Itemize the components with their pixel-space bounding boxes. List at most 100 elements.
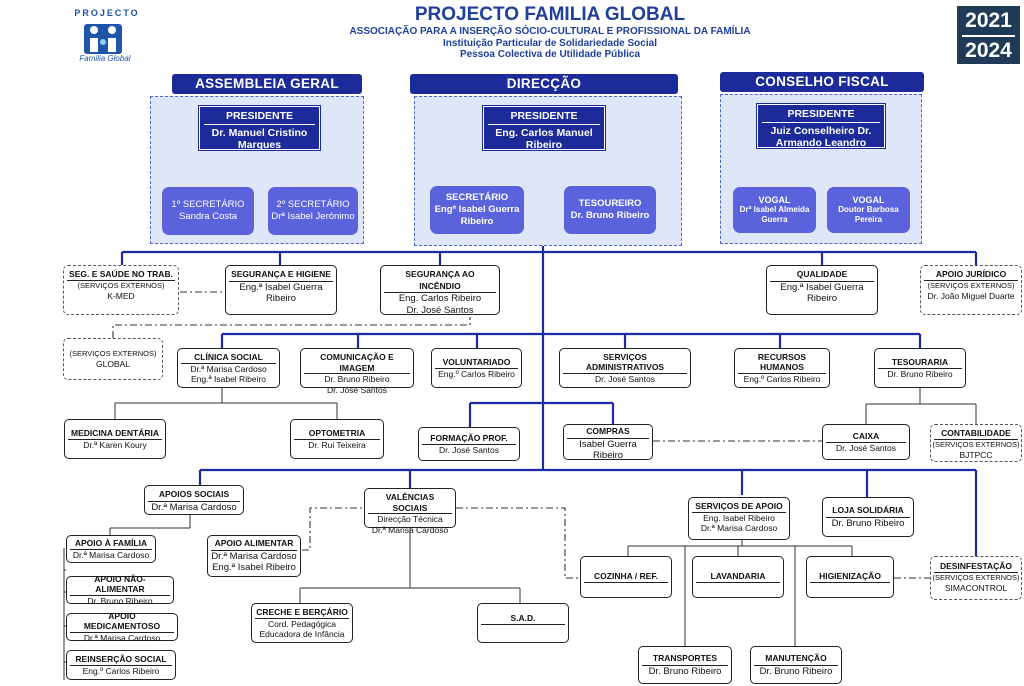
apoio-alimentar-title: APOIO ALIMENTAR [211,538,297,551]
reinsercao-title: REINSERÇÃO SOCIAL [70,654,172,666]
conselho-vogal1-title: VOGAL [758,195,791,205]
clinica-name2: Eng.ª Isabel Ribeiro [191,374,266,384]
valencias-title: VALÊNCIAS SOCIAIS [368,492,452,514]
apoio-alimentar-name2: Eng.ª Isabel Ribeiro [212,562,296,573]
assembleia-sec2-name: Drª Isabel Jerónimo [271,211,355,222]
logo-text-bottom: Familia Global [79,54,131,63]
apoio-nao-alimentar-title: APOIO NÃO-ALIMENTAR [70,574,170,596]
conselho-vogal-2: VOGAL Doutor Barbosa Pereira [827,187,910,233]
contabilidade-title: CONTABILIDADE [934,428,1018,440]
assembleia-president-title: PRESIDENTE [204,110,315,125]
node-lavandaria: LAVANDARIA [692,556,784,598]
comunicacao-title: COMUNICAÇÃO E IMAGEM [304,352,410,374]
node-apoio-nao-alimentar: APOIO NÃO-ALIMENTAR Dr. Bruno Ribeiro [66,574,174,606]
conselho-vogal-1: VOGAL Drª Isabel Almeida Guerra [733,187,816,233]
creche-name2: Educadora de Infância [259,629,345,639]
voluntariado-name: Eng.º Carlos Ribeiro [438,368,515,379]
node-valencias-sociais: VALÊNCIAS SOCIAIS Direcção Técnica Dr.ª … [364,488,456,535]
direccao-sec-title: SECRETÁRIO [445,192,509,203]
node-apoio-familia: APOIO À FAMÍLIA Dr.ª Marisa Cardoso [66,535,156,563]
qualidade-name: Eng.ª Isabel Guerra Ribeiro [780,281,864,305]
contabilidade-name: BJTPCC [959,450,993,460]
global-ext-sub: (SERVIÇOS EXTERNOS) [69,348,157,358]
apoio-familia-name: Dr.ª Marisa Cardoso [72,549,150,560]
apoio-nao-alimentar-name: Dr. Bruno Ribeiro [87,595,153,606]
reinsercao-name: Eng.º Carlos Ribeiro [82,665,160,676]
apoio-juridico-sub: (SERVIÇOS EXTERNOS) [927,280,1015,290]
node-global-ext: (SERVIÇOS EXTERNOS) GLOBAL [63,338,163,380]
tesouraria-name: Dr. Bruno Ribeiro [887,368,953,379]
direccao-tes-name: Dr. Bruno Ribeiro [570,210,650,221]
page-subtitle-line3: Pessoa Colectiva de Utilidade Pública [459,49,641,60]
medicina-name: Dr.ª Karen Koury [83,439,147,450]
node-medicina-dentaria: MEDICINA DENTÁRIA Dr.ª Karen Koury [64,419,166,459]
logo: PROJECTO Familia Global [62,8,148,68]
assembleia-sec1-name: Sandra Costa [178,211,238,222]
node-desinfestacao: DESINFESTAÇÃO (SERVIÇOS EXTERNOS) SIMACO… [930,556,1022,600]
node-seguranca-incendio: SEGURANÇA AO INCÊNDIO Eng. Carlos Ribeir… [380,265,500,316]
conselho-president-name: Juiz Conselheiro Dr. Armando Leandro [770,124,872,150]
family-logo-icon [84,24,122,54]
serv-apoio-name2: Dr.ª Marisa Cardoso [700,523,778,533]
valencias-name2: Dr.ª Marisa Cardoso [371,524,449,535]
serv-admin-title: SERVIÇOS ADMINISTRATIVOS [563,352,687,374]
voluntariado-title: VOLUNTARIADO [435,357,518,369]
manutencao-title: MANUTENÇÃO [754,653,838,666]
logo-text-top: PROJECTO [74,8,140,18]
serv-apoio-name1: Eng. Isabel Ribeiro [703,512,775,523]
creche-title: CRECHE E BERÇÁRIO [255,607,349,619]
seg-saude-sub: (SERVIÇOS EXTERNOS) [77,280,165,290]
direccao-president: PRESIDENTE Eng. Carlos Manuel Ribeiro [482,105,606,151]
comunicacao-name2: Dr. José Santos [326,384,387,395]
years-badge: 2021 2024 [957,6,1020,64]
apoios-sociais-name: Dr.ª Marisa Cardoso [151,501,237,513]
tesouraria-title: TESOURARIA [878,357,962,369]
desinfestacao-sub: (SERVIÇOS EXTERNOS) [932,572,1020,582]
node-apoio-juridico: APOIO JURÍDICO (SERVIÇOS EXTERNOS) Dr. J… [920,265,1022,315]
page-title: PROJECTO FAMILIA GLOBAL [414,4,686,25]
node-cozinha-ref: COZINHA / REF. [580,556,672,598]
comunicacao-name1: Dr. Bruno Ribeiro [324,374,390,384]
page-subtitle: ASSOCIAÇÃO PARA A INSERÇÃO SÓCIO-CULTURA… [349,26,751,37]
node-servicos-apoio: SERVIÇOS DE APOIO Eng. Isabel Ribeiro Dr… [688,497,790,540]
creche-name1: Cord. Pedagógica [267,618,337,629]
node-apoio-alimentar: APOIO ALIMENTAR Dr.ª Marisa Cardoso Eng.… [207,535,301,577]
caixa-title: CAIXA [826,431,906,443]
assembleia-secretary-1: 1º SECRETÁRIO Sandra Costa [162,187,254,235]
loja-title: LOJA SOLIDÁRIA [826,505,910,518]
serv-apoio-title: SERVIÇOS DE APOIO [692,501,786,513]
section-direccao: DIRECÇÃO [410,74,678,94]
node-manutencao: MANUTENÇÃO Dr. Bruno Ribeiro [750,646,842,684]
conselho-vogal2-name: Doutor Barbosa Pereira [838,205,899,224]
node-seg-saude-trab: SEG. E SAÚDE NO TRAB. (SERVIÇOS EXTERNOS… [63,265,179,315]
optometria-name: Dr. Rui Teixeira [308,439,366,450]
higienizacao-title: HIGIENIZAÇÃO [810,571,890,583]
contabilidade-sub: (SERVIÇOS EXTERNOS) [932,439,1020,449]
node-qualidade: QUALIDADE Eng.ª Isabel Guerra Ribeiro [766,265,878,315]
node-caixa: CAIXA Dr. José Santos [822,424,910,460]
serv-admin-name: Dr. José Santos [594,373,655,384]
medicina-title: MEDICINA DENTÁRIA [68,428,162,440]
rh-title: RECURSOS HUMANOS [738,352,826,374]
conselho-president: PRESIDENTE Juiz Conselheiro Dr. Armando … [756,103,886,150]
seg-saude-name: K-MED [107,291,135,301]
transportes-title: TRANSPORTES [642,653,728,666]
loja-name: Dr. Bruno Ribeiro [831,517,905,529]
direccao-secretary: SECRETÁRIO Engª Isabel Guerra Ribeiro [430,186,524,234]
node-reinsercao-social: REINSERÇÃO SOCIAL Eng.º Carlos Ribeiro [66,650,176,680]
apoio-familia-title: APOIO À FAMÍLIA [70,538,152,550]
desinfestacao-name: SIMACONTROL [944,583,1008,593]
node-apoio-medicamentoso: APOIO MEDICAMENTOSO Dr.ª Marisa Cardoso [66,611,178,643]
conselho-vogal2-title: VOGAL [852,195,885,205]
seg-higiene-title: SEGURANÇA E HIGIENE [229,269,333,282]
cozinha-title: COZINHA / REF. [584,571,668,583]
node-voluntariado: VOLUNTARIADO Eng.º Carlos Ribeiro [431,348,522,388]
seg-incendio-name1: Eng. Carlos Ribeiro [398,293,482,304]
clinica-name1: Dr.ª Marisa Cardoso [190,363,267,374]
assembleia-sec2-title: 2º SECRETÁRIO [276,199,350,210]
apoio-juridico-title: APOIO JURÍDICO [924,269,1018,281]
node-transportes: TRANSPORTES Dr. Bruno Ribeiro [638,646,732,684]
node-apoios-sociais: APOIOS SOCIAIS Dr.ª Marisa Cardoso [144,485,244,515]
seg-saude-title: SEG. E SAÚDE NO TRAB. [67,269,175,281]
valencias-name1: Direcção Técnica [377,514,443,524]
